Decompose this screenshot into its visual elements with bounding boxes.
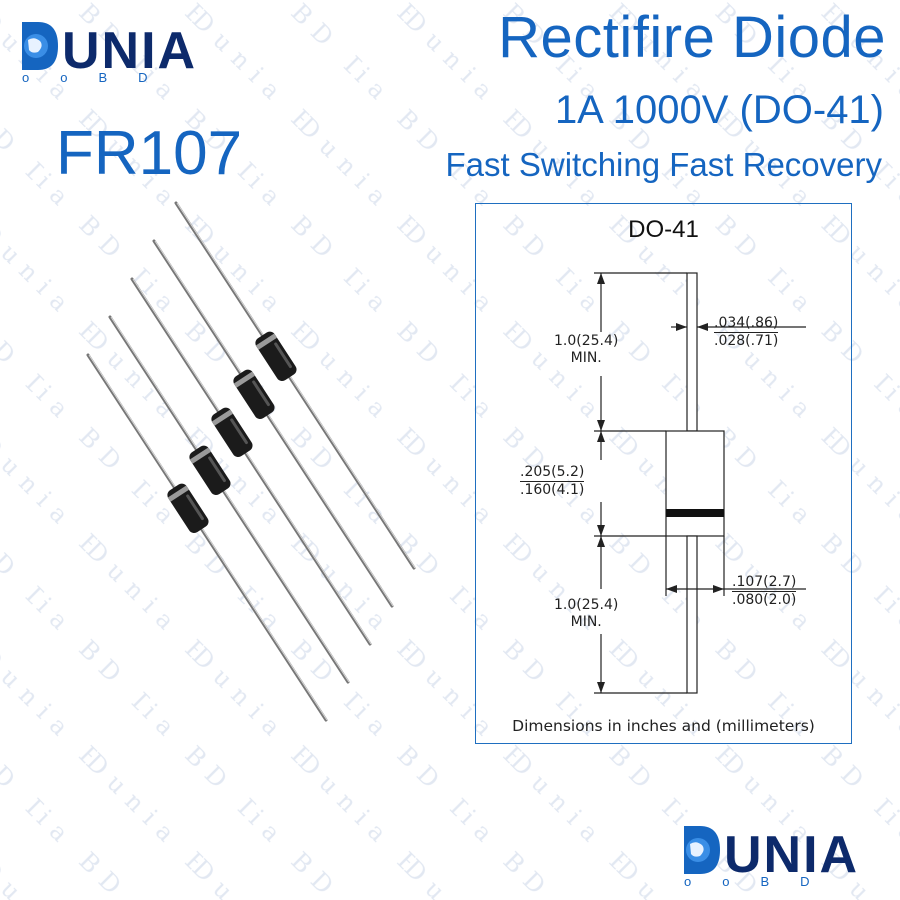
brand-logo-top: UNIA ooBD <box>16 10 221 82</box>
diode-lead <box>130 277 372 646</box>
globe-icon <box>684 826 720 874</box>
diode-lead <box>152 239 394 608</box>
diode-5 <box>174 201 416 570</box>
diode-2 <box>108 315 350 684</box>
dim-body-length-min: .160(4.1) <box>520 482 585 498</box>
dim-body-length: .205(5.2) .160(4.1) <box>520 464 585 499</box>
product-tagline: Fast Switching Fast Recovery <box>445 146 882 183</box>
dim-body-diameter: .107(2.7) .080(2.0) <box>732 574 797 609</box>
dim-bottom-lead-length-min: MIN. <box>570 614 602 630</box>
product-subtitle: 1A 1000V (DO-41) <box>554 88 884 132</box>
diode-3 <box>130 277 372 646</box>
dim-body-diameter-max: .107(2.7) <box>732 574 797 592</box>
package-name: DO-41 <box>628 216 699 243</box>
cathode-band <box>189 447 211 464</box>
diode-1 <box>86 353 328 722</box>
do41-dimension-diagram: DO-41 1.0(25.4) MIN. .034(.86) .028(.71)… <box>475 203 852 744</box>
svg-text:UNIA: UNIA <box>724 826 859 884</box>
page-title: Rectifire Diode <box>498 5 886 70</box>
dim-lead-diameter-min: .028(.71) <box>714 333 779 349</box>
dim-body-length-max: .205(5.2) <box>520 464 585 482</box>
dimensions-note: Dimensions in inches and (millimeters) <box>512 717 815 735</box>
brand-logo-bottom: UNIA ooBD <box>678 814 883 886</box>
dim-lead-diameter-max: .034(.86) <box>714 315 779 333</box>
svg-text:UNIA: UNIA <box>62 22 197 80</box>
dim-lead-diameter: .034(.86) .028(.71) <box>714 315 779 350</box>
dim-top-lead-length: 1.0(25.4) MIN. <box>554 333 618 367</box>
dim-bottom-lead-length-value: 1.0(25.4) <box>554 597 619 613</box>
dim-body-diameter-min: .080(2.0) <box>732 592 797 608</box>
cathode-band <box>233 371 255 388</box>
dim-bottom-lead-length: 1.0(25.4) MIN. <box>554 597 618 631</box>
cathode-band <box>255 333 277 350</box>
svg-text:ooBD: ooBD <box>684 874 841 886</box>
svg-text:ooBD: ooBD <box>22 70 179 82</box>
dim-top-lead-length-min: MIN. <box>570 350 602 366</box>
dim-top-lead-length-value: 1.0(25.4) <box>554 333 619 349</box>
diode-lead <box>86 353 328 722</box>
globe-icon <box>22 22 58 70</box>
diode-4 <box>152 239 394 608</box>
do41-outline-drawing <box>594 272 806 694</box>
part-number: FR107 <box>56 119 243 188</box>
diode-lead <box>108 315 350 684</box>
cathode-band <box>211 409 233 426</box>
cathode-band <box>167 485 189 502</box>
diode-lead <box>174 201 416 570</box>
diodes-photo <box>60 200 440 745</box>
